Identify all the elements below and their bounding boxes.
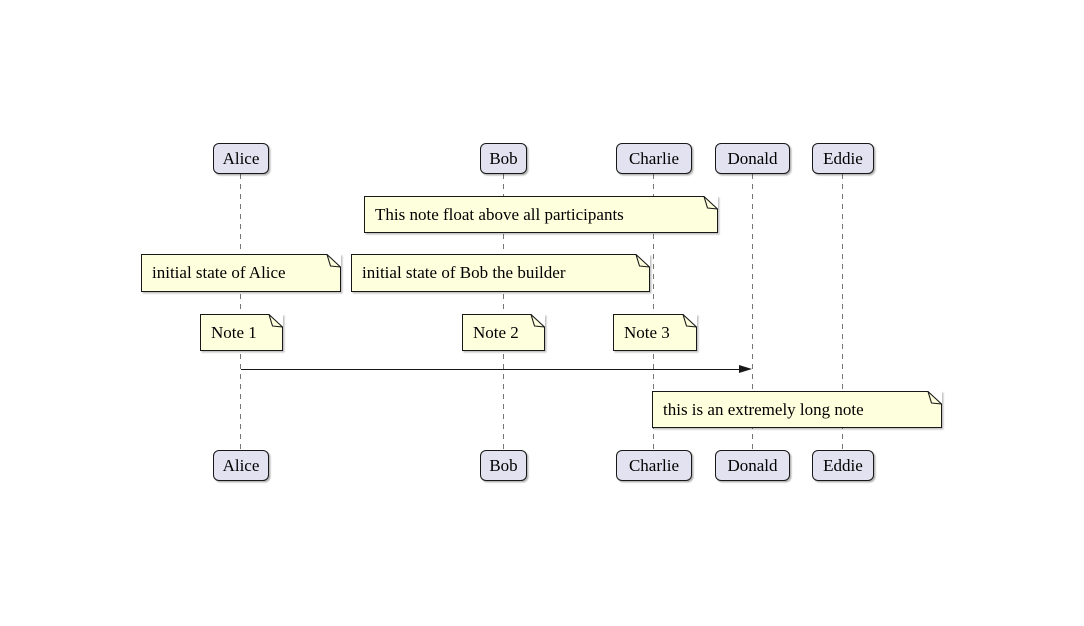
participant-charlie-bottom: Charlie: [616, 450, 692, 481]
lifeline-charlie: [653, 174, 654, 451]
lifeline-alice: [240, 174, 241, 451]
note-text: this is an extremely long note: [663, 399, 864, 419]
note-float-above-all: This note float above all participants: [364, 196, 718, 233]
participant-label: Donald: [727, 148, 778, 168]
note-initial-state-alice: initial state of Alice: [141, 254, 341, 292]
note-extremely-long: this is an extremely long note: [652, 391, 942, 428]
participant-label: Charlie: [628, 148, 680, 168]
participant-label: Eddie: [823, 455, 863, 475]
note-text: This note float above all participants: [375, 204, 624, 224]
participant-charlie-top: Charlie: [616, 143, 692, 174]
participant-donald-top: Donald: [715, 143, 790, 174]
participant-bob-top: Bob: [480, 143, 527, 174]
participant-label: Alice: [222, 148, 260, 168]
arrow-head-icon: [739, 365, 752, 373]
note-fold-icon: [927, 391, 942, 405]
participant-alice-bottom: Alice: [213, 450, 269, 481]
note-text: initial state of Bob the builder: [362, 263, 566, 282]
lifeline-donald: [752, 174, 753, 451]
participant-alice-top: Alice: [213, 143, 269, 174]
note-fold-icon: [530, 314, 545, 328]
participant-label: Bob: [489, 148, 518, 168]
note-text: Note 3: [624, 322, 670, 342]
note-2: Note 2: [462, 314, 545, 351]
participant-eddie-bottom: Eddie: [812, 450, 874, 481]
message-arrow-alice-to-donald: [241, 369, 740, 371]
participant-label: Alice: [222, 455, 260, 475]
note-text: initial state of Alice: [152, 263, 286, 282]
note-text: Note 1: [211, 322, 257, 342]
note-initial-state-bob: initial state of Bob the builder: [351, 254, 650, 292]
participant-label: Charlie: [628, 455, 680, 475]
note-fold-icon: [703, 196, 718, 210]
participant-bob-bottom: Bob: [480, 450, 527, 481]
participant-label: Eddie: [823, 148, 863, 168]
lifeline-bob: [503, 174, 504, 451]
note-fold-icon: [268, 314, 283, 328]
note-text: Note 2: [473, 322, 519, 342]
lifeline-eddie: [842, 174, 843, 451]
participant-donald-bottom: Donald: [715, 450, 790, 481]
note-fold-icon: [635, 254, 650, 268]
participant-label: Bob: [489, 455, 518, 475]
note-1: Note 1: [200, 314, 283, 351]
note-fold-icon: [326, 254, 341, 268]
note-fold-icon: [682, 314, 697, 328]
participant-label: Donald: [727, 455, 778, 475]
note-3: Note 3: [613, 314, 697, 351]
participant-eddie-top: Eddie: [812, 143, 874, 174]
